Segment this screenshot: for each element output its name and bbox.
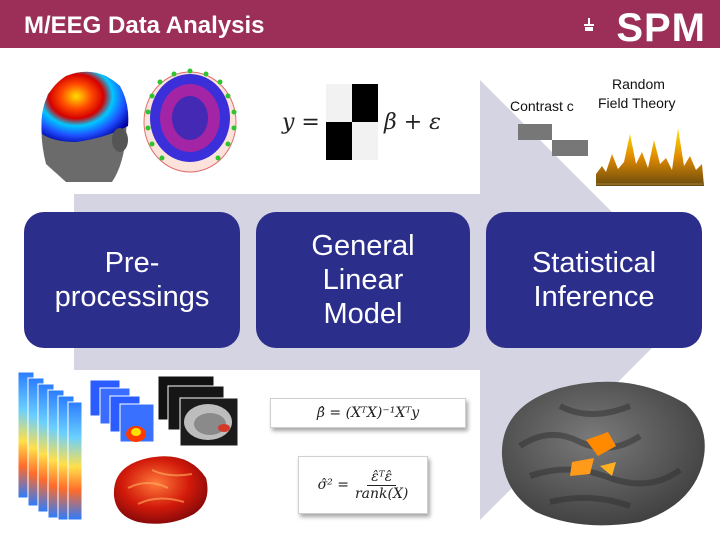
glm-equation-lhs: y = <box>282 110 320 135</box>
rft-label-line2: Field Theory <box>598 95 676 111</box>
eeg-head-topography-image <box>41 71 129 182</box>
stage-statistical-inference: Statistical Inference <box>486 212 702 348</box>
stage-inference-line1: Statistical <box>531 247 657 279</box>
design-matrix-image <box>326 84 378 160</box>
stage-preprocessing-line2: processings <box>54 281 210 313</box>
inflated-brain-image <box>501 381 705 526</box>
rft-label-line1: Random <box>612 76 665 92</box>
contrast-label: Contrast c <box>510 98 574 114</box>
variance-lhs: σ̂² = <box>317 477 349 493</box>
stage-general-linear-model: General Linear Model <box>256 212 470 348</box>
fil-logo-icon <box>584 18 594 31</box>
variance-estimate-formula: σ̂² = ε̂ᵀε̂ rank(X) <box>298 456 428 514</box>
stage-glm-line1: General <box>311 230 415 262</box>
variance-denominator: rank(X) <box>354 485 409 502</box>
mri-slices-image <box>158 376 239 447</box>
header-bar: M/EEG Data Analysis SPM <box>0 0 720 48</box>
cortical-surface-image <box>113 456 208 524</box>
scalp-maps-image <box>90 380 155 443</box>
beta-estimate-formula: β̂ = (XᵀX)⁻¹Xᵀy <box>270 398 466 428</box>
random-field-surface-image <box>596 128 704 186</box>
stage-inference-line2: Inference <box>533 281 655 313</box>
glm-equation-rhs: β + ε <box>384 110 441 135</box>
spm-logo: SPM <box>616 6 706 50</box>
page-title: M/EEG Data Analysis <box>24 12 265 39</box>
stage-preprocessing: Pre- processings <box>24 212 240 348</box>
contrast-vector-image <box>518 124 588 156</box>
data-strips-image <box>18 372 83 521</box>
stage-preprocessing-line1: Pre- <box>104 247 160 279</box>
variance-numerator: ε̂ᵀε̂ <box>367 469 397 486</box>
sensor-layout-image <box>143 68 237 173</box>
stage-glm-line3: Model <box>323 298 403 330</box>
stage-glm-line2: Linear <box>322 264 404 296</box>
